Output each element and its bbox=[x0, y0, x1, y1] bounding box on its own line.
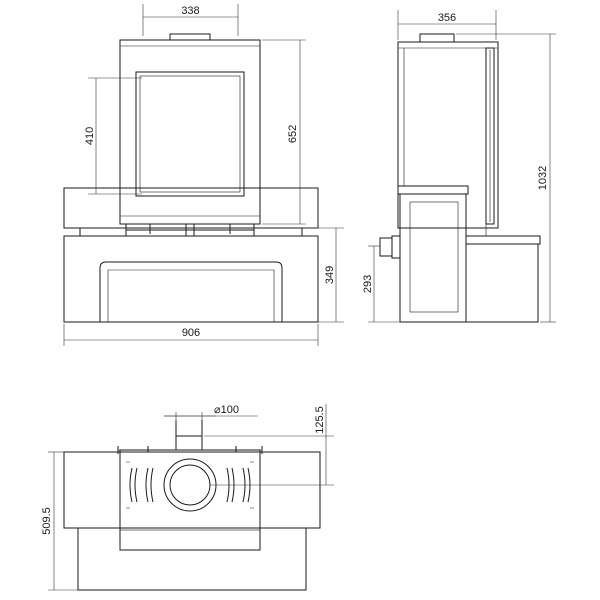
side-extension-top bbox=[465, 235, 541, 245]
side-stove-top-collar bbox=[419, 33, 455, 43]
top-stove-inner bbox=[119, 529, 261, 551]
front-bench-base bbox=[63, 235, 319, 323]
top-view bbox=[63, 420, 321, 591]
label-bench-height: 349 bbox=[324, 266, 336, 284]
top-flue-inner bbox=[169, 464, 211, 506]
top-bench-outline bbox=[63, 451, 321, 529]
front-stove-top-collar bbox=[169, 33, 211, 41]
side-bench-top bbox=[397, 185, 469, 195]
label-flue-diameter: ⌀100 bbox=[214, 404, 239, 416]
side-extension-body bbox=[465, 243, 539, 323]
side-air-inlet bbox=[379, 237, 393, 257]
front-view bbox=[63, 33, 319, 323]
label-total-width: 906 bbox=[182, 327, 200, 339]
label-flue-offset: 125.5 bbox=[314, 406, 326, 434]
front-bench-inner bbox=[107, 269, 275, 322]
top-bench-front bbox=[77, 527, 307, 591]
side-dimensions: 356 1032 293 bbox=[362, 10, 556, 323]
front-bench-opening bbox=[99, 261, 283, 322]
label-top-width: 338 bbox=[181, 5, 199, 17]
top-vent-slot bbox=[129, 467, 138, 503]
top-flue-outer bbox=[163, 458, 217, 512]
side-bench-panel bbox=[409, 201, 459, 313]
label-inlet-height: 293 bbox=[362, 275, 374, 293]
label-top-depth: 509.5 bbox=[41, 507, 53, 535]
front-window-inner bbox=[139, 75, 241, 193]
top-flue-pipe bbox=[175, 435, 203, 451]
top-vent-slot bbox=[145, 467, 154, 503]
label-side-depth: 356 bbox=[438, 12, 456, 24]
side-air-inlet-collar bbox=[391, 235, 401, 259]
top-dimensions: ⌀100 125.5 509.5 bbox=[41, 404, 334, 591]
side-door-edge bbox=[485, 47, 495, 225]
front-bench-step bbox=[79, 227, 303, 236]
side-view bbox=[379, 33, 541, 323]
label-stove-height: 652 bbox=[287, 125, 299, 143]
front-stove-feet bbox=[125, 224, 255, 236]
label-total-height: 1032 bbox=[537, 166, 549, 190]
label-window-height: 410 bbox=[84, 127, 96, 145]
side-stove-body bbox=[397, 41, 499, 229]
front-dimensions: 338 410 652 349 906 bbox=[63, 4, 344, 346]
front-window-outer bbox=[135, 71, 245, 197]
